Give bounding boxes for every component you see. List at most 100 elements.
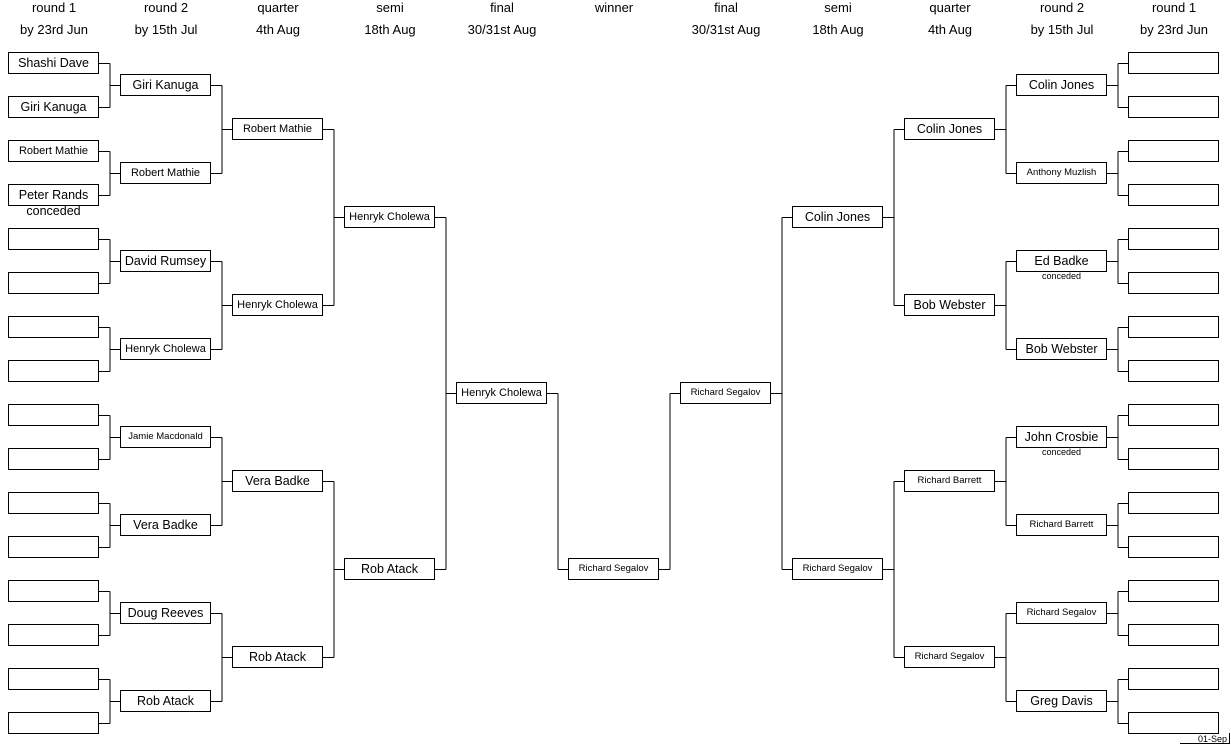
header-right-0: final 30/31st Aug <box>670 0 782 41</box>
right-round2-slot: Richard Barrett <box>1016 514 1107 536</box>
left-round1-slot <box>8 624 99 646</box>
left-round2-slot: Vera Badke <box>120 514 211 536</box>
header-line2: 4th Aug <box>927 22 973 37</box>
header-winner: winner <box>558 0 670 19</box>
left-round2-slot: Henryk Cholewa <box>120 338 211 360</box>
right-round1-slot <box>1128 52 1219 74</box>
left-round2-slot: Robert Mathie <box>120 162 211 184</box>
header-line1: final <box>714 0 738 15</box>
right-final-slot: Richard Segalov <box>680 382 771 404</box>
left-round2-slot: Doug Reeves <box>120 602 211 624</box>
header-line1: round 1 <box>1151 0 1197 15</box>
header-line1: round 1 <box>31 0 77 15</box>
right-round2-slot: Richard Segalov <box>1016 602 1107 624</box>
header-right-2: quarter 4th Aug <box>894 0 1006 41</box>
left-round1-slot <box>8 536 99 558</box>
left-round1-slot <box>8 404 99 426</box>
right-round1-slot <box>1128 712 1219 734</box>
left-round1-slot <box>8 668 99 690</box>
right-round1-slot <box>1128 536 1219 558</box>
right-round2-slot: Anthony Muzlish <box>1016 162 1107 184</box>
right-round1-slot <box>1128 140 1219 162</box>
header-left-4: final 30/31st Aug <box>446 0 558 41</box>
header-left-2: quarter 4th Aug <box>222 0 334 41</box>
right-round2-slot: Colin Jones <box>1016 74 1107 96</box>
header-line2: 30/31st Aug <box>691 22 761 37</box>
right-round1-slot <box>1128 316 1219 338</box>
right-semi-slot: Colin Jones <box>792 206 883 228</box>
conceded-note: conceded <box>1041 271 1082 281</box>
left-quarter-slot: Rob Atack <box>232 646 323 668</box>
right-round1-slot <box>1128 360 1219 382</box>
left-semi-slot: Rob Atack <box>344 558 435 580</box>
left-round1-slot: Shashi Dave <box>8 52 99 74</box>
right-round1-slot <box>1128 96 1219 118</box>
right-round1-slot <box>1128 448 1219 470</box>
header-line2: by 23rd Jun <box>1140 22 1208 37</box>
right-round2-slot: Greg Davis <box>1016 690 1107 712</box>
header-line1: final <box>490 0 514 15</box>
left-round2-slot: David Rumsey <box>120 250 211 272</box>
left-quarter-slot: Henryk Cholewa <box>232 294 323 316</box>
header-line2: 4th Aug <box>255 22 301 37</box>
left-round1-slot: Robert Mathie <box>8 140 99 162</box>
left-round2-slot: Rob Atack <box>120 690 211 712</box>
right-round1-slot <box>1128 624 1219 646</box>
left-round1-slot <box>8 316 99 338</box>
right-round1-slot <box>1128 184 1219 206</box>
header-line2: 18th Aug <box>364 22 416 37</box>
right-round2-slot: Bob Webster <box>1016 338 1107 360</box>
header-line1: quarter <box>257 0 299 15</box>
right-quarter-slot: Richard Barrett <box>904 470 995 492</box>
footer-date: 01-Sep <box>1197 734 1227 744</box>
header-line1: round 2 <box>1039 0 1085 15</box>
right-round1-slot <box>1128 228 1219 250</box>
header-line2: by 15th Jul <box>1030 22 1094 37</box>
right-quarter-slot: Bob Webster <box>904 294 995 316</box>
right-round2-slot: Ed Badke <box>1016 250 1107 272</box>
header-line2: by 15th Jul <box>134 22 198 37</box>
header-left-3: semi 18th Aug <box>334 0 446 41</box>
left-semi-slot: Henryk Cholewa <box>344 206 435 228</box>
header-line1: winner <box>594 0 634 15</box>
header-line1: semi <box>376 0 404 15</box>
right-round1-slot <box>1128 404 1219 426</box>
header-line2: 30/31st Aug <box>467 22 537 37</box>
left-round1-slot: Giri Kanuga <box>8 96 99 118</box>
left-round2-slot: Giri Kanuga <box>120 74 211 96</box>
left-round1-slot: Peter Rands <box>8 184 99 206</box>
right-round1-slot <box>1128 668 1219 690</box>
left-round2-slot: Jamie Macdonald <box>120 426 211 448</box>
left-quarter-slot: Vera Badke <box>232 470 323 492</box>
left-quarter-slot: Robert Mathie <box>232 118 323 140</box>
header-line1: round 2 <box>143 0 189 15</box>
conceded-note: conceded <box>1041 447 1082 457</box>
left-round1-slot <box>8 712 99 734</box>
right-semi-slot: Richard Segalov <box>792 558 883 580</box>
header-right-4: round 1 by 23rd Jun <box>1118 0 1230 41</box>
right-round1-slot <box>1128 272 1219 294</box>
header-right-3: round 2 by 15th Jul <box>1006 0 1118 41</box>
winner-slot: Richard Segalov <box>568 558 659 580</box>
header-line1: semi <box>824 0 852 15</box>
conceded-note: conceded <box>26 204 81 218</box>
header-left-0: round 1 by 23rd Jun <box>0 0 110 41</box>
right-quarter-slot: Richard Segalov <box>904 646 995 668</box>
right-round1-slot <box>1128 580 1219 602</box>
left-round1-slot <box>8 448 99 470</box>
left-round1-slot <box>8 228 99 250</box>
left-final-slot: Henryk Cholewa <box>456 382 547 404</box>
left-round1-slot <box>8 360 99 382</box>
header-line2: by 23rd Jun <box>20 22 88 37</box>
header-line2: 18th Aug <box>812 22 864 37</box>
right-round2-slot: John Crosbie <box>1016 426 1107 448</box>
right-quarter-slot: Colin Jones <box>904 118 995 140</box>
left-round1-slot <box>8 492 99 514</box>
right-round1-slot <box>1128 492 1219 514</box>
header-right-1: semi 18th Aug <box>782 0 894 41</box>
header-left-1: round 2 by 15th Jul <box>110 0 222 41</box>
header-line1: quarter <box>929 0 971 15</box>
left-round1-slot <box>8 580 99 602</box>
left-round1-slot <box>8 272 99 294</box>
